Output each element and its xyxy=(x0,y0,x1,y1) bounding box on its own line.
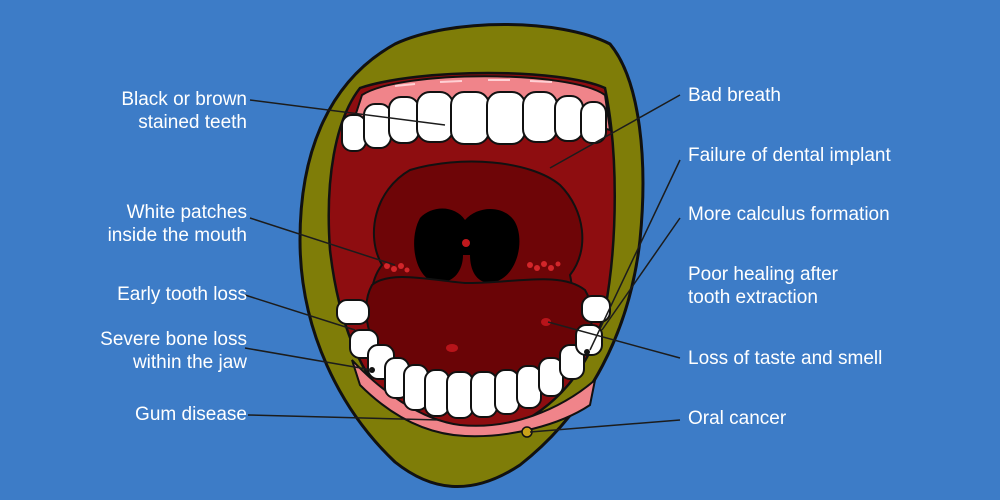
leader-toothloss xyxy=(244,294,356,331)
label-stained-teeth-line1: Black or brown xyxy=(121,89,247,110)
label-white-patches-line1: White patches xyxy=(126,202,247,223)
label-poor-healing-line2: tooth extraction xyxy=(688,287,818,308)
leader-calculus xyxy=(601,217,681,331)
label-severe-bone-loss-line1: Severe bone loss xyxy=(100,329,247,350)
patch-spots xyxy=(384,261,561,273)
label-calculus-formation: More calculus formation xyxy=(688,203,890,226)
lower-teeth xyxy=(336,295,611,419)
gum-highlights xyxy=(394,79,553,87)
leader-stained xyxy=(249,99,446,126)
upper-teeth xyxy=(341,91,607,152)
label-gum-disease-line1: Gum disease xyxy=(135,404,247,425)
label-poor-healing: Poor healing after tooth extraction xyxy=(688,263,838,309)
label-gum-disease: Gum disease xyxy=(17,403,247,426)
label-taste-smell: Loss of taste and smell xyxy=(688,347,882,370)
label-implant-failure-line1: Failure of dental implant xyxy=(688,145,891,166)
label-white-patches-line2: inside the mouth xyxy=(107,225,247,246)
label-oral-cancer-line1: Oral cancer xyxy=(688,408,787,429)
leader-taste xyxy=(547,321,681,359)
label-white-patches: White patches inside the mouth xyxy=(17,201,247,247)
tongue-spot-2 xyxy=(446,344,458,352)
label-calculus-formation-line1: More calculus formation xyxy=(688,204,890,225)
label-severe-bone-loss-line2: within the jaw xyxy=(132,352,247,373)
label-bad-breath: Bad breath xyxy=(688,84,781,107)
lower-gum xyxy=(351,359,597,438)
leader-boneloss xyxy=(244,347,373,371)
tongue-spot xyxy=(541,318,551,326)
leader-breath xyxy=(549,94,681,169)
leader-implant xyxy=(589,159,681,351)
leader-gum xyxy=(247,414,441,421)
leader-lines xyxy=(244,94,681,433)
implant-mark xyxy=(584,349,590,355)
leader-cancer xyxy=(529,419,681,433)
label-early-tooth-loss-line1: Early tooth loss xyxy=(117,284,247,305)
label-bad-breath-line1: Bad breath xyxy=(688,85,781,106)
uvula xyxy=(462,239,470,247)
label-taste-smell-line1: Loss of taste and smell xyxy=(688,348,883,369)
label-severe-bone-loss: Severe bone loss within the jaw xyxy=(17,328,247,374)
label-stained-teeth-line2: stained teeth xyxy=(138,112,247,133)
label-implant-failure: Failure of dental implant xyxy=(688,144,891,167)
leader-patches xyxy=(249,217,396,266)
label-early-tooth-loss: Early tooth loss xyxy=(17,283,247,306)
label-poor-healing-line1: Poor healing after xyxy=(688,264,838,285)
label-oral-cancer: Oral cancer xyxy=(688,407,786,430)
label-stained-teeth: Black or brown stained teeth xyxy=(17,88,247,134)
